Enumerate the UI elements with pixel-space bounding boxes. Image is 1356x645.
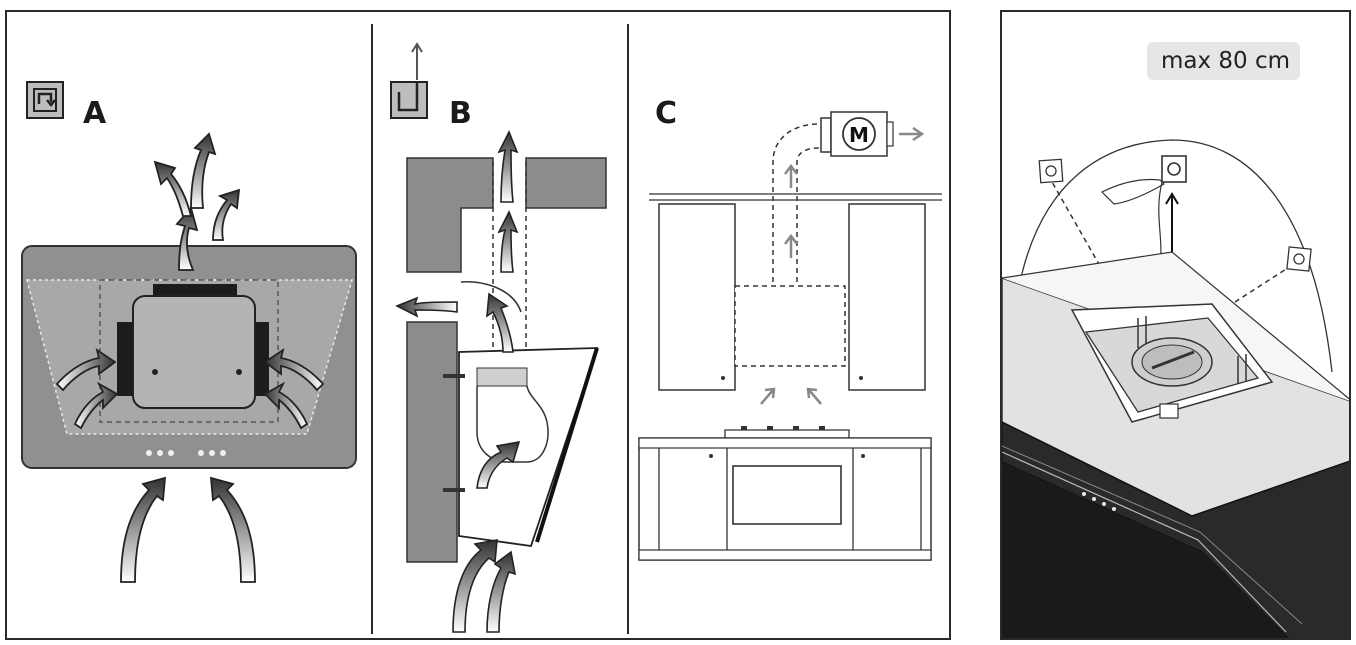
inflow-arrows-left [55, 347, 119, 430]
max-distance-label: max 80 cm [1147, 42, 1301, 80]
ventilation-modes-frame: A [5, 10, 951, 640]
recirculation-diagram [21, 132, 357, 583]
socket-left [1038, 158, 1064, 184]
panel-letter-a: A [83, 96, 107, 131]
motor-housing [132, 295, 256, 409]
socket-center [1161, 155, 1187, 183]
socket-right [1286, 246, 1312, 272]
electrical-connection-diagram [1002, 139, 1349, 638]
panel-letter-b: B [449, 96, 472, 131]
motor-label: M [849, 123, 869, 147]
electrical-connection-frame: max 80 cm [1000, 10, 1351, 640]
recirculation-mode-icon [26, 81, 64, 119]
extraction-mode-icon [390, 42, 428, 119]
control-panel-dots [146, 450, 226, 456]
panel-divider-2 [627, 24, 629, 634]
touch-controls [1082, 492, 1116, 511]
outflow-arrows [153, 132, 241, 271]
inflow-arrows-right [263, 347, 325, 430]
panel-letter-c: C [655, 96, 678, 131]
inflow-arrows-bottom [120, 476, 256, 583]
extraction-diagram [395, 130, 607, 633]
panel-divider-1 [371, 24, 373, 634]
external-motor-diagram: M [638, 111, 942, 561]
